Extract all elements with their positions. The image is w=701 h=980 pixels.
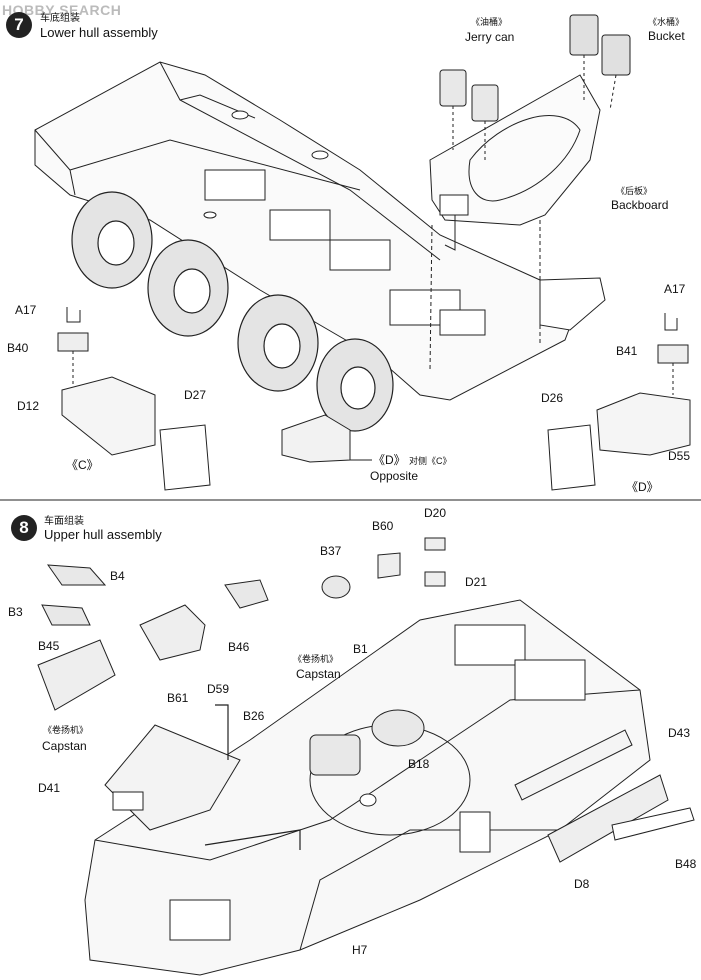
right-stowage-box [547,313,691,491]
part-b40: B40 [7,341,29,355]
lower-hull-body [34,61,606,401]
step-8-title-cn: 车面组装 [44,516,84,527]
part-b61: B61 [167,691,189,705]
part-b3: B3 [8,605,23,619]
buckets [569,14,631,111]
part-b18: B18 [408,757,430,771]
part-b60: B60 [372,519,394,533]
part-b1: B1 [353,642,368,656]
part-d8: D8 [574,877,590,891]
side-rails [514,729,695,863]
part-d27: D27 [184,388,207,402]
part-d41: D41 [38,781,61,795]
backboard-label: Backboard [611,198,669,212]
part-b41: B41 [616,344,638,358]
part-h7: H7 [352,943,368,957]
part-d21: D21 [465,575,488,589]
capstan-left-label-cn: 《卷扬机》 [43,725,89,735]
jerry-can-label-cn: 《油桶》 [471,17,508,27]
jerry-cans [439,69,499,160]
front-plates [37,564,269,831]
opposite-label-cn: 对侧《C》 [409,456,452,466]
backboard-part [429,74,601,371]
part-d59: D59 [207,682,230,696]
part-a17-right: A17 [664,282,686,296]
step-7-number: 7 [6,12,32,38]
part-b26: B26 [243,709,265,723]
view-d-right-label: 《D》 [626,480,659,494]
small-fittings [309,537,446,807]
opposite-stowage-box [281,414,372,463]
view-d-label: 《D》 [373,453,406,467]
opposite-label: Opposite [370,469,419,483]
bucket-label: Bucket [648,29,685,43]
part-a17-left: A17 [15,303,37,317]
step-7-title: Lower hull assembly [40,25,158,40]
part-d12: D12 [17,399,40,413]
capstan-mid-label-cn: 《卷扬机》 [293,654,339,664]
step-7-title-cn: 车底组装 [40,13,80,24]
handrails [204,704,301,850]
part-d20: D20 [424,506,447,520]
jerry-can-label: Jerry can [465,30,515,44]
watermark-logo: HOBBY SEARCH [2,2,122,18]
upper-hull-body [84,599,651,976]
view-c-label: 《C》 [66,458,99,472]
capstan-mid-label: Capstan [296,667,341,681]
step-8-number: 8 [11,515,37,541]
part-b37: B37 [320,544,342,558]
road-wheels [71,191,394,432]
bucket-label-cn: 《水桶》 [648,17,685,27]
part-d26: D26 [541,391,564,405]
part-b4: B4 [110,569,125,583]
capstan-left-label: Capstan [42,739,87,753]
part-d55: D55 [668,449,691,463]
part-b45: B45 [38,639,60,653]
part-b48: B48 [675,857,697,871]
step-8-title: Upper hull assembly [44,527,162,542]
part-b46: B46 [228,640,250,654]
backboard-label-cn: 《后板》 [616,186,653,196]
part-d43: D43 [668,726,691,740]
left-stowage-box [57,307,211,491]
